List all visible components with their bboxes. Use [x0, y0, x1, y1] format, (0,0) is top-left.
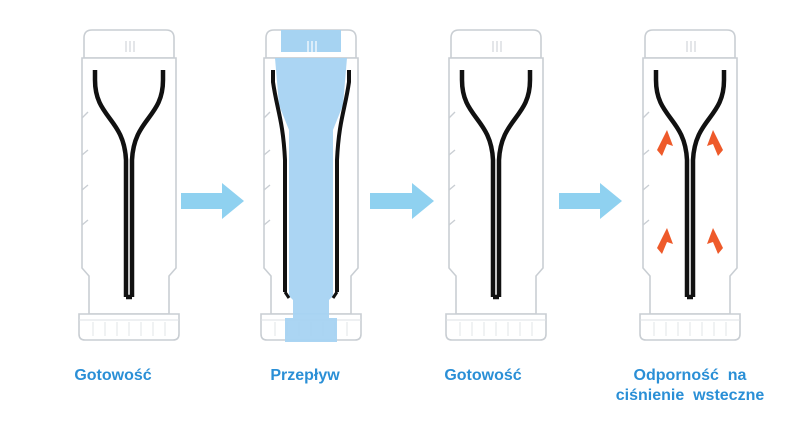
- caption-ready-1: Gotowość: [74, 367, 152, 384]
- caption-backpressure: Odporność na ciśnienie wsteczne: [590, 366, 790, 406]
- caption-backpressure-line2: ciśnienie wsteczne: [615, 387, 765, 404]
- stage-ready-1: [78, 29, 180, 341]
- right-arrow-icon: [181, 183, 244, 219]
- right-arrow-icon: [370, 183, 434, 219]
- caption-backpressure-line1: Odporność na: [633, 367, 747, 384]
- stage-backpressure: [639, 29, 741, 341]
- stage-flow: [260, 29, 362, 342]
- caption-ready-2: Gotowość: [444, 367, 522, 384]
- caption-flow: Przepływ: [270, 367, 340, 384]
- stage-ready-2: [445, 29, 547, 341]
- right-arrow-icon: [559, 183, 622, 219]
